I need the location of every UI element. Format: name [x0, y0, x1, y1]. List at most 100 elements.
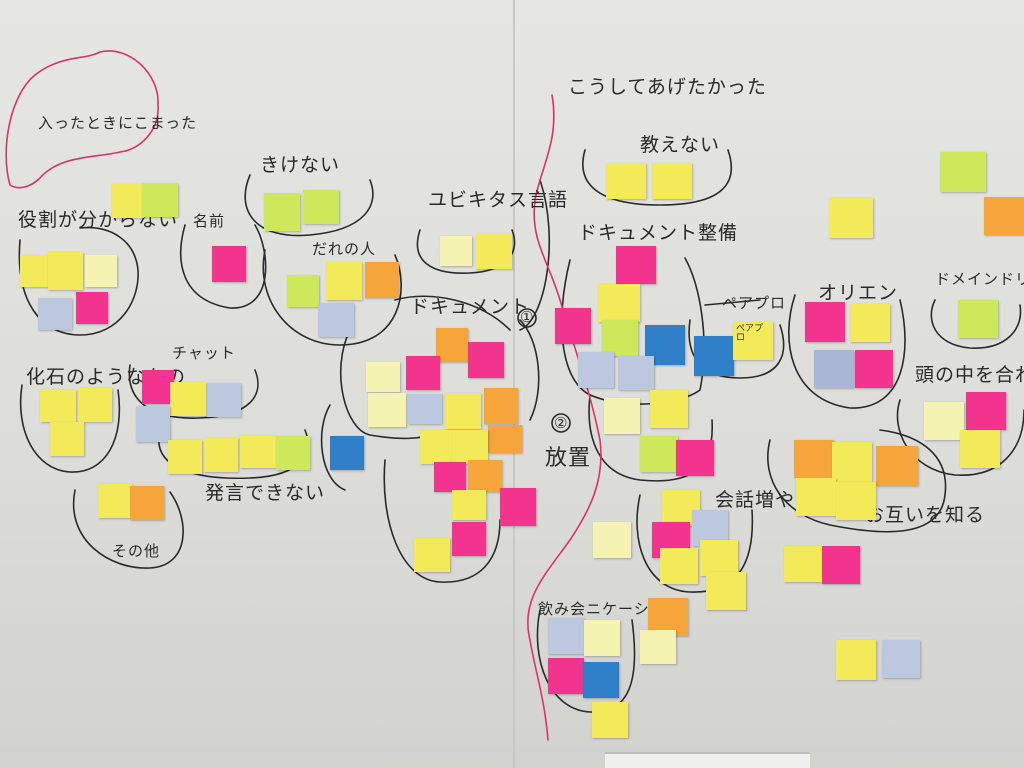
heading-orient: オリエン	[818, 282, 899, 304]
group-outline-comm	[536, 609, 636, 713]
sticky-note	[326, 262, 362, 300]
sticky-note	[694, 336, 734, 376]
sticky-note	[602, 320, 638, 356]
heading-doc: ドキュメント	[410, 296, 531, 318]
group-outline-right-bracket	[519, 179, 550, 331]
red-divider-line	[527, 94, 602, 741]
group-outline-ask	[244, 174, 374, 237]
sticky-note	[276, 436, 310, 470]
sticky-note	[130, 486, 164, 520]
sticky-note	[882, 640, 920, 678]
sticky-note	[168, 440, 202, 474]
group-outline-orient	[788, 294, 906, 409]
sticky-note	[207, 383, 241, 417]
sticky-note	[676, 440, 714, 476]
red-cloud-outline	[5, 50, 159, 189]
sticky-note	[548, 658, 584, 694]
sticky-note	[136, 406, 170, 442]
heading-hard: 発言できない	[205, 482, 326, 504]
sticky-note	[365, 262, 399, 298]
group-outline-yugi	[416, 229, 516, 274]
sticky-note	[240, 436, 276, 468]
sticky-note	[593, 522, 631, 558]
circle-num-2	[551, 413, 571, 433]
circled-number-1: ①	[520, 308, 535, 326]
sticky-note	[822, 546, 860, 584]
heading-how: こうしてあげたかった	[568, 76, 767, 98]
sticky-note	[578, 352, 614, 388]
sticky-note	[700, 540, 738, 576]
sticky-note	[264, 193, 300, 231]
group-outline-fossil	[19, 384, 121, 473]
group-outline-head	[896, 399, 1024, 476]
sticky-note	[212, 246, 246, 282]
arrow-pair	[704, 299, 761, 306]
heading-name: 名前	[193, 212, 226, 230]
group-outline-doc	[339, 329, 441, 440]
heading-person: だれの人	[312, 240, 377, 258]
sticky-note	[604, 398, 640, 434]
heading-docmaint: ドキュメント整備	[578, 222, 739, 244]
sticky-note	[940, 152, 986, 192]
sticky-note	[142, 183, 178, 217]
sticky-note	[330, 436, 364, 470]
sticky-note	[814, 350, 854, 388]
sticky-note	[855, 350, 893, 388]
sticky-note	[805, 302, 845, 342]
sticky-note	[784, 546, 822, 582]
sticky-note	[452, 522, 486, 556]
group-outline-ddd	[930, 299, 1022, 349]
sticky-note	[76, 292, 108, 324]
sticky-note	[40, 390, 76, 422]
sticky-note	[876, 446, 918, 486]
heading-ask: きけない	[260, 154, 341, 176]
sticky-note	[476, 233, 512, 269]
sticky-note	[287, 275, 319, 307]
sticky-note	[434, 462, 466, 492]
marker-tray	[605, 752, 810, 768]
sticky-note	[648, 598, 688, 636]
sticky-note	[488, 425, 522, 453]
sticky-note	[960, 430, 1000, 468]
sticky-note	[170, 382, 206, 416]
group-outline-doc2	[394, 295, 511, 331]
sticky-note	[78, 388, 112, 422]
circle-num-1	[517, 308, 537, 328]
heading-kaiwa: 会話増やす	[715, 489, 816, 511]
sticky-note	[452, 490, 486, 520]
sticky-note	[652, 163, 692, 199]
sticky-note	[318, 303, 354, 337]
sticky-note	[660, 548, 698, 584]
sticky-note	[142, 370, 174, 404]
sticky-note	[850, 304, 890, 342]
group-outline-kaiwa	[636, 494, 754, 593]
heading-ddd: ドメインドリブン	[935, 270, 1024, 288]
sticky-note	[958, 300, 998, 338]
sticky-note	[500, 488, 536, 526]
heading-other: その他	[112, 542, 161, 560]
sticky-note	[606, 163, 646, 199]
sticky-note	[548, 618, 584, 654]
sticky-note	[303, 190, 339, 224]
sticky-note	[368, 393, 406, 427]
sticky-note	[924, 402, 964, 440]
sticky-note	[618, 356, 654, 390]
sticky-note	[650, 390, 688, 428]
sticky-note	[836, 640, 876, 680]
sticky-note	[85, 255, 117, 287]
sticky-note	[584, 620, 620, 656]
sticky-note	[436, 328, 468, 362]
sticky-note	[836, 482, 876, 520]
group-outline-pair	[688, 319, 785, 379]
sticky-note	[112, 183, 144, 218]
sticky-note	[452, 430, 488, 464]
heading-houchi: 放置	[545, 446, 592, 471]
sticky-note	[420, 430, 452, 464]
sticky-note	[794, 440, 834, 478]
heading-yugi: ユビキタス言語	[428, 189, 569, 211]
sticky-note	[98, 484, 132, 518]
group-outline-doc3	[383, 459, 501, 583]
heading-head: 頭の中を合わせよう	[915, 364, 1024, 386]
board-seam	[513, 0, 515, 768]
